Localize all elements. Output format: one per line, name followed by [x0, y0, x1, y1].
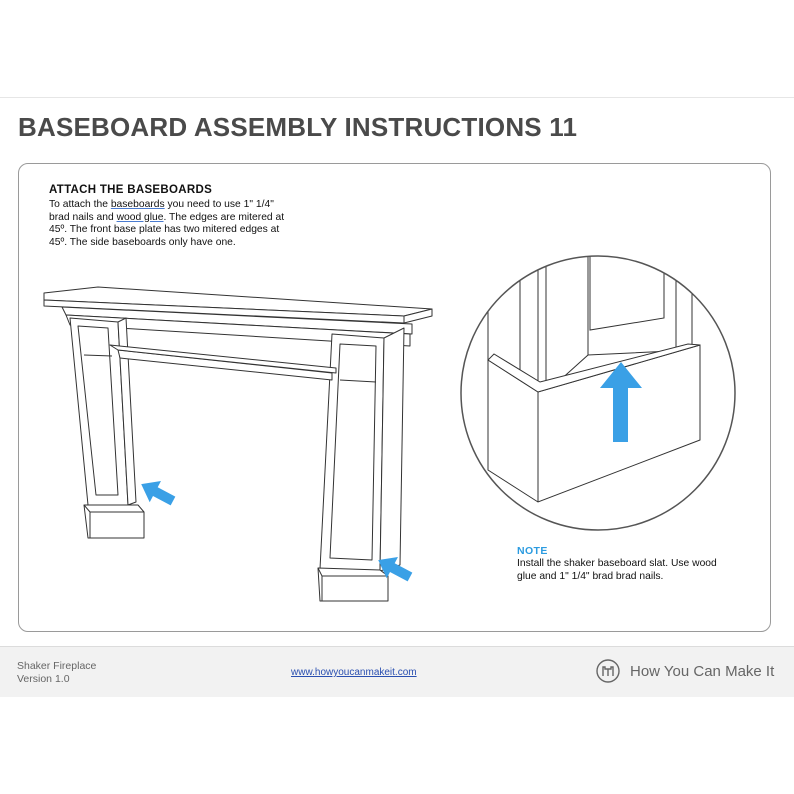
note-body: Install the shaker baseboard slat. Use w… [517, 558, 717, 582]
footer-product-info: Shaker Fireplace Version 1.0 [17, 660, 96, 686]
page-title: BASEBOARD ASSEMBLY INSTRUCTIONS 11 [18, 112, 578, 142]
step-body-text: To attach the [49, 199, 111, 210]
blue-arrow-icon [141, 481, 176, 506]
baseboards-link: baseboards [110, 199, 165, 210]
footer-version: Version 1.0 [17, 673, 70, 685]
step-body-text: . The edges are mitered at 45º. The fron… [49, 211, 285, 248]
left-leg-side [117, 317, 137, 506]
brand-name: How You Can Make It [630, 662, 775, 680]
step-heading: ATTACH THE BASEBOARDS [49, 184, 213, 196]
step-body: To attach the baseboards you need to use… [49, 199, 294, 249]
brand-logo: How You Can Make It [596, 659, 774, 683]
detail-view [487, 256, 701, 503]
note-heading: NOTE [517, 545, 548, 557]
footer-bar [0, 646, 794, 697]
blue-arrow-icon [600, 362, 642, 442]
step-body-text: you need to use 1" 1/4" brad nails and [49, 199, 274, 223]
right-base-block [317, 567, 389, 602]
left-base-block [83, 504, 145, 539]
wood-glue-link: wood glue [116, 211, 164, 223]
mantel-shelf-side [403, 308, 433, 324]
right-leg-side [379, 327, 405, 572]
detail-circle-border [460, 255, 736, 531]
website-link[interactable]: www.howyoucanmakeit.com [291, 667, 417, 678]
frame-logo-icon [596, 659, 620, 683]
footer-product-name: Shaker Fireplace [17, 660, 97, 672]
blue-arrow-icon [378, 557, 413, 582]
mantel-frieze [65, 314, 411, 347]
